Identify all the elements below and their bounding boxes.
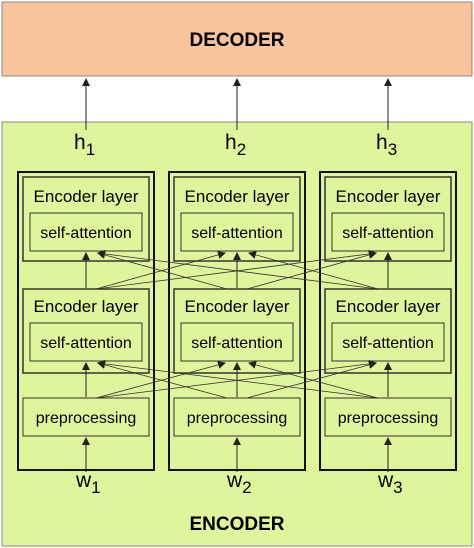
- encoder-box: [1, 121, 473, 547]
- self-attention-box: [29, 212, 143, 252]
- cross-attention-arrow: [246, 251, 377, 290]
- cross-attention-arrow: [248, 251, 379, 290]
- self-attention-label: self-attention: [40, 335, 132, 352]
- self-attention-box: [331, 322, 445, 362]
- output-label-h1: h1: [74, 131, 95, 159]
- self-attention-label: self-attention: [40, 225, 132, 242]
- self-attention-label: self-attention: [342, 335, 434, 352]
- preprocessing-box: [22, 397, 150, 437]
- encoder-layer-label: Encoder layer: [336, 187, 441, 206]
- output-label-h2: h2: [225, 131, 246, 159]
- self-attention-box: [180, 212, 294, 252]
- cross-attention-arrow: [246, 360, 377, 399]
- cross-attention-arrow: [97, 249, 379, 290]
- self-attention-label: self-attention: [342, 225, 434, 242]
- decoder-box: [1, 1, 473, 77]
- output-label-h3: h3: [376, 131, 397, 159]
- encoder-layer-label: Encoder layer: [34, 297, 139, 316]
- cross-attention-arrow: [95, 251, 226, 290]
- preprocessing-label: preprocessing: [338, 410, 439, 427]
- input-label-w3: w3: [377, 469, 403, 497]
- self-attention-label: self-attention: [191, 225, 283, 242]
- encoder-layer-label: Encoder layer: [185, 297, 290, 316]
- encoder-layer-label: Encoder layer: [34, 187, 139, 206]
- self-attention-box: [180, 322, 294, 362]
- self-attention-box: [331, 212, 445, 252]
- cross-attention-arrow: [95, 360, 226, 399]
- cross-attention-arrow: [248, 360, 379, 399]
- decoder-label: DECODER: [189, 30, 284, 51]
- cross-attention-arrow: [97, 360, 228, 399]
- input-label-w1: w1: [75, 469, 101, 497]
- preprocessing-label: preprocessing: [36, 410, 137, 427]
- self-attention-label: self-attention: [191, 335, 283, 352]
- preprocessing-label: preprocessing: [187, 410, 288, 427]
- self-attention-box: [29, 322, 143, 362]
- preprocessing-box: [173, 397, 301, 437]
- encoder-layer-label: Encoder layer: [185, 187, 290, 206]
- cross-attention-arrow: [97, 359, 379, 399]
- input-label-w2: w2: [226, 469, 252, 497]
- cross-attention-arrow: [97, 251, 228, 290]
- preprocessing-box: [324, 397, 452, 437]
- encoder-label: ENCODER: [189, 514, 284, 535]
- encoder-layer-label: Encoder layer: [336, 297, 441, 316]
